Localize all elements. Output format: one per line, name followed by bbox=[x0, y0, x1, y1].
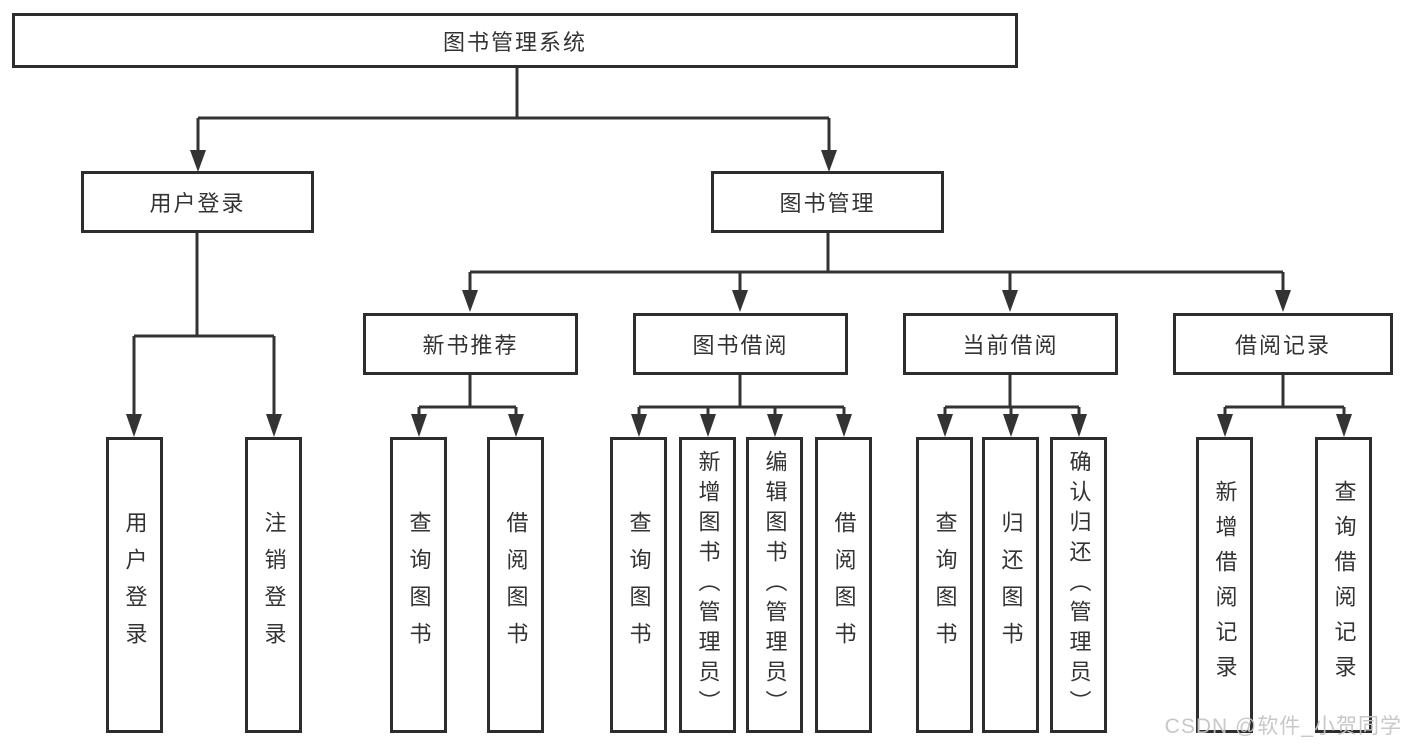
node-borrowing-records: 借阅记录 bbox=[1173, 313, 1393, 375]
leaf-label: 查询图书 bbox=[932, 511, 958, 659]
leaf-label: 新增图书（管理员） bbox=[695, 450, 721, 720]
node-current-borrowing: 当前借阅 bbox=[903, 313, 1118, 375]
leaf-label: 借阅图书 bbox=[503, 511, 529, 659]
leaf-logout: 注销登录 bbox=[245, 437, 302, 733]
leaf-label: 用户登录 bbox=[122, 511, 148, 659]
leaf-confirm-return-admin: 确认归还（管理员） bbox=[1050, 437, 1107, 733]
node-user-login: 用户登录 bbox=[81, 171, 314, 233]
leaf-user-login: 用户登录 bbox=[106, 437, 163, 733]
leaf-label: 归还图书 bbox=[998, 511, 1024, 659]
leaf-label: 查询图书 bbox=[406, 511, 432, 659]
node-new-book-recommendation: 新书推荐 bbox=[363, 313, 578, 375]
leaf-label: 查询图书 bbox=[626, 511, 652, 659]
leaf-borrow-books: 借阅图书 bbox=[815, 437, 872, 733]
leaf-label: 借阅图书 bbox=[831, 511, 857, 659]
leaf-query-books: 查询图书 bbox=[610, 437, 667, 733]
leaf-label: 确认归还（管理员） bbox=[1066, 450, 1092, 720]
leaf-query-borrow-record: 查询借阅记录 bbox=[1315, 437, 1372, 733]
node-book-management: 图书管理 bbox=[711, 171, 944, 233]
leaf-label: 注销登录 bbox=[261, 511, 287, 659]
csdn-watermark: CSDN @软件_小贺同学 bbox=[1164, 715, 1402, 738]
leaf-add-borrow-record: 新增借阅记录 bbox=[1196, 437, 1253, 733]
leaf-label: 新增借阅记录 bbox=[1212, 480, 1238, 690]
node-book-borrowing: 图书借阅 bbox=[633, 313, 848, 375]
leaf-return-books: 归还图书 bbox=[982, 437, 1039, 733]
leaf-label: 查询借阅记录 bbox=[1331, 480, 1357, 690]
leaf-query-books: 查询图书 bbox=[916, 437, 973, 733]
leaf-add-book-admin: 新增图书（管理员） bbox=[679, 437, 736, 733]
leaf-query-books: 查询图书 bbox=[390, 437, 447, 733]
leaf-edit-book-admin: 编辑图书（管理员） bbox=[746, 437, 803, 733]
leaf-label: 编辑图书（管理员） bbox=[762, 450, 788, 720]
leaf-borrow-books: 借阅图书 bbox=[487, 437, 544, 733]
node-library-management-system: 图书管理系统 bbox=[12, 13, 1018, 68]
